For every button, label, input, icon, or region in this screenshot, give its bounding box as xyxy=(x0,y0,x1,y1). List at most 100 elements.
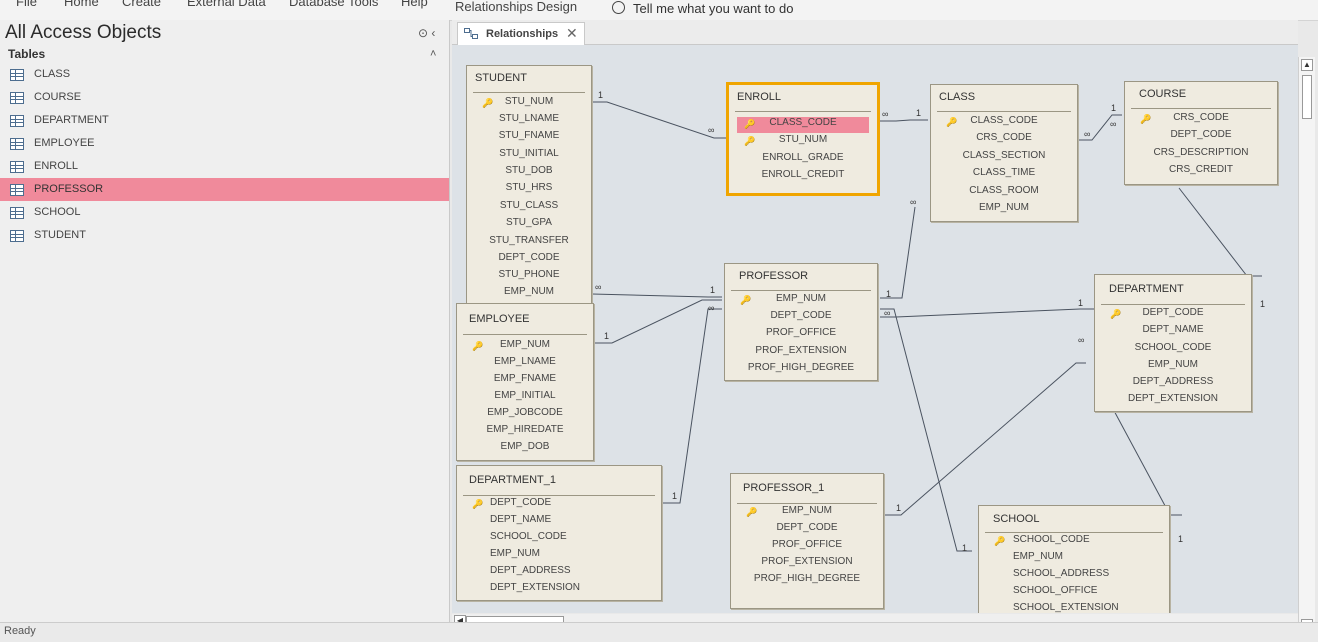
field-key[interactable]: 🔑CLASS_CODE xyxy=(939,115,1069,131)
field-key[interactable]: 🔑STU_NUM xyxy=(737,134,869,150)
field[interactable]: DEPT_CODE xyxy=(776,522,838,533)
field-key[interactable]: 🔑EMP_NUM xyxy=(739,505,875,521)
field[interactable]: SCHOOL_EXTENSION xyxy=(1013,602,1119,613)
table-course[interactable]: COURSE 🔑CRS_CODE DEPT_CODE CRS_DESCRIPTI… xyxy=(1124,81,1278,185)
nav-item-school[interactable]: SCHOOL xyxy=(0,201,449,224)
tab-external-data[interactable]: External Data xyxy=(187,0,266,9)
field[interactable]: STU_LNAME xyxy=(498,113,559,124)
field[interactable]: EMP_NUM xyxy=(503,286,554,297)
field[interactable]: CRS_DESCRIPTION xyxy=(1153,147,1249,158)
nav-item-professor[interactable]: PROFESSOR xyxy=(0,178,449,201)
nav-item-enroll[interactable]: ENROLL xyxy=(0,155,449,178)
tab-database-tools[interactable]: Database Tools xyxy=(289,0,379,9)
field[interactable]: DEPT_CODE xyxy=(770,310,832,321)
field[interactable]: SCHOOL_OFFICE xyxy=(1013,585,1098,596)
field[interactable]: STU_CLASS xyxy=(499,200,559,211)
field[interactable]: PROF_OFFICE xyxy=(765,327,836,338)
table-enroll[interactable]: ENROLL 🔑CLASS_CODE 🔑STU_NUM ENROLL_GRADE… xyxy=(726,82,880,196)
table-class[interactable]: CLASS 🔑CLASS_CODE CRS_CODE CLASS_SECTION… xyxy=(930,84,1078,222)
rel-many-label: ∞ xyxy=(884,308,890,318)
field[interactable]: CLASS_TIME xyxy=(972,167,1036,178)
field[interactable]: DEPT_ADDRESS xyxy=(490,565,571,576)
field[interactable]: EMP_NUM xyxy=(978,202,1029,213)
table-department[interactable]: DEPARTMENT 🔑DEPT_CODE DEPT_NAME SCHOOL_C… xyxy=(1094,274,1252,412)
field[interactable]: EMP_LNAME xyxy=(494,356,556,367)
table-department-1[interactable]: DEPARTMENT_1 🔑DEPT_CODE DEPT_NAME SCHOOL… xyxy=(456,465,662,601)
chevron-up-icon[interactable]: ˄ xyxy=(430,48,437,60)
table-professor[interactable]: PROFESSOR 🔑EMP_NUM DEPT_CODE PROF_OFFICE… xyxy=(724,263,878,381)
field[interactable]: EMP_NUM xyxy=(490,548,541,559)
tab-help[interactable]: Help xyxy=(401,0,428,9)
field[interactable]: DEPT_EXTENSION xyxy=(1127,393,1219,404)
field[interactable]: STU_HRS xyxy=(505,182,553,193)
field[interactable]: STU_TRANSFER xyxy=(489,235,569,246)
field[interactable]: ENROLL_GRADE xyxy=(762,152,844,163)
scroll-thumb[interactable] xyxy=(1302,75,1312,119)
field-key[interactable]: 🔑SCHOOL_CODE xyxy=(987,534,1161,550)
field-key[interactable]: 🔑CRS_CODE xyxy=(1133,112,1269,128)
field[interactable]: DEPT_EXTENSION xyxy=(490,582,581,593)
field[interactable]: CLASS_SECTION xyxy=(962,150,1046,161)
field[interactable]: STU_INITIAL xyxy=(499,148,559,159)
tab-create[interactable]: Create xyxy=(122,0,162,9)
field[interactable]: STU_FNAME xyxy=(498,130,560,141)
field[interactable]: DEPT_CODE xyxy=(498,252,560,263)
field[interactable]: STU_DOB xyxy=(505,165,553,176)
close-icon[interactable]: ✕ xyxy=(566,25,578,41)
field[interactable]: PROF_OFFICE xyxy=(771,539,842,550)
field-key[interactable]: 🔑EMP_NUM xyxy=(465,339,585,355)
nav-item-department[interactable]: DEPARTMENT xyxy=(0,109,449,132)
field[interactable]: EMP_NUM xyxy=(1013,551,1064,562)
tell-me-search[interactable]: Tell me what you want to do xyxy=(612,1,793,16)
field[interactable]: PROF_EXTENSION xyxy=(755,345,847,356)
relationships-canvas[interactable]: 1 ∞ ∞ 1 ∞ ∞ 1 ∞ 1 1 ∞ 1 ∞ 1 ∞ 1 1 1 1 ∞ … xyxy=(452,45,1298,613)
field[interactable]: STU_GPA xyxy=(506,217,552,228)
field[interactable]: EMP_JOBCODE xyxy=(487,407,563,418)
field[interactable]: CRS_CREDIT xyxy=(1169,164,1233,175)
field-label: EMP_NUM xyxy=(499,339,550,350)
field[interactable]: DEPT_NAME xyxy=(1142,324,1204,335)
field[interactable]: DEPT_NAME xyxy=(490,514,552,525)
tab-file[interactable]: File xyxy=(16,0,37,9)
nav-item-class[interactable]: CLASS xyxy=(0,63,449,86)
key-icon: 🔑 xyxy=(744,136,756,146)
nav-item-employee[interactable]: EMPLOYEE xyxy=(0,132,449,155)
field[interactable]: STU_PHONE xyxy=(498,269,560,280)
table-professor-1[interactable]: PROFESSOR_1 🔑EMP_NUM DEPT_CODE PROF_OFFI… xyxy=(730,473,884,609)
tab-home[interactable]: Home xyxy=(64,0,99,9)
field[interactable]: CRS_CODE xyxy=(976,132,1032,143)
scroll-up-icon[interactable]: ▲ xyxy=(1301,59,1313,71)
tab-relationships-design[interactable]: Relationships Design xyxy=(455,0,578,14)
tab-relationships[interactable]: Relationships ✕ xyxy=(457,22,585,45)
field[interactable]: SCHOOL_CODE xyxy=(490,531,567,542)
field-key-selected[interactable]: 🔑CLASS_CODE xyxy=(737,117,869,133)
field[interactable]: CLASS_ROOM xyxy=(969,185,1039,196)
field[interactable]: PROF_EXTENSION xyxy=(761,556,853,567)
table-student[interactable]: STUDENT 🔑STU_NUM STU_LNAME STU_FNAME STU… xyxy=(466,65,592,305)
nav-item-course[interactable]: COURSE xyxy=(0,86,449,109)
field[interactable]: ENROLL_CREDIT xyxy=(761,169,845,180)
field[interactable]: EMP_INITIAL xyxy=(494,390,556,401)
field[interactable]: EMP_DOB xyxy=(500,441,550,452)
field[interactable]: EMP_NUM xyxy=(1147,359,1198,370)
field-key[interactable]: 🔑STU_NUM xyxy=(475,96,583,112)
nav-pane-title[interactable]: All Access Objects xyxy=(5,22,162,43)
table-school[interactable]: SCHOOL 🔑SCHOOL_CODE EMP_NUM SCHOOL_ADDRE… xyxy=(978,505,1170,613)
field[interactable]: DEPT_ADDRESS xyxy=(1132,376,1214,387)
field[interactable]: PROF_HIGH_DEGREE xyxy=(753,573,861,584)
field-key[interactable]: 🔑DEPT_CODE xyxy=(465,497,653,513)
table-employee[interactable]: EMPLOYEE 🔑EMP_NUM EMP_LNAME EMP_FNAME EM… xyxy=(456,303,594,461)
field[interactable]: DEPT_CODE xyxy=(1170,129,1232,140)
field[interactable]: EMP_HIREDATE xyxy=(486,424,564,435)
field-key[interactable]: 🔑DEPT_CODE xyxy=(1103,307,1243,323)
field[interactable]: SCHOOL_CODE xyxy=(1134,342,1212,353)
key-icon: 🔑 xyxy=(740,295,752,305)
field[interactable]: PROF_HIGH_DEGREE xyxy=(747,362,855,373)
nav-pane-toggle-icon[interactable]: ⊙ ‹ xyxy=(418,26,436,40)
vertical-scrollbar[interactable]: ▲ ▼ xyxy=(1298,57,1315,637)
field-key[interactable]: 🔑EMP_NUM xyxy=(733,293,869,309)
nav-group-tables[interactable]: Tables xyxy=(8,47,46,61)
nav-item-student[interactable]: STUDENT xyxy=(0,224,449,247)
field[interactable]: EMP_FNAME xyxy=(493,373,557,384)
field[interactable]: SCHOOL_ADDRESS xyxy=(1013,568,1110,579)
